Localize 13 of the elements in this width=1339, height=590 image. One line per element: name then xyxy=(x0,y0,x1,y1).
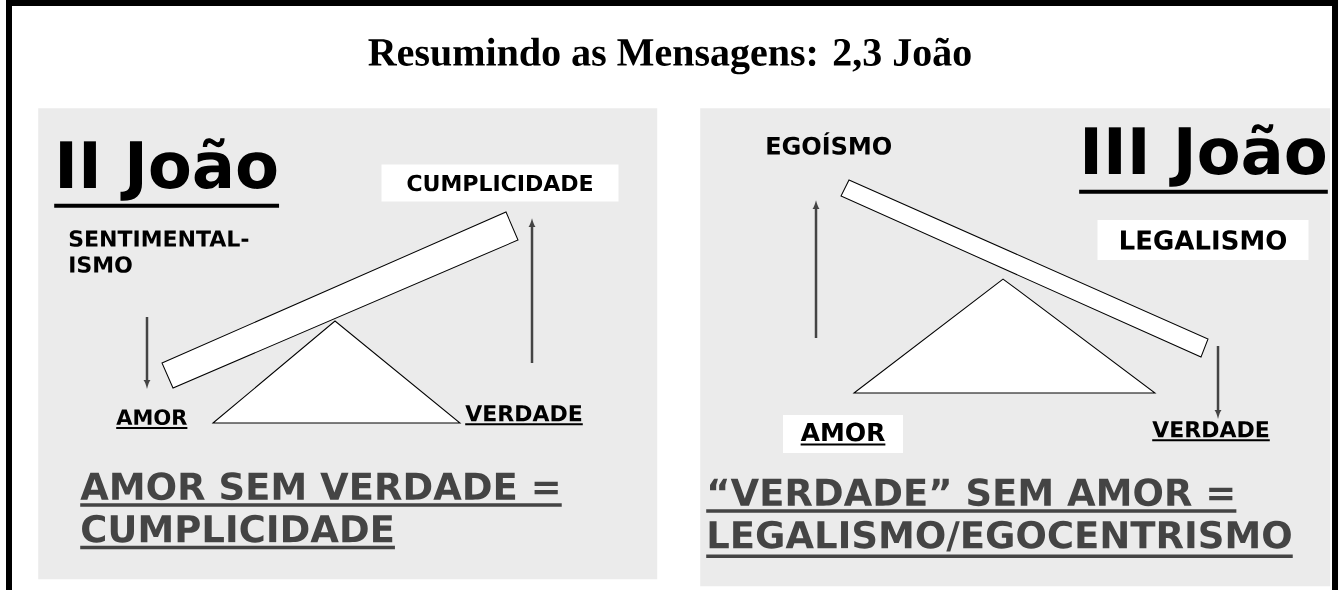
title: Resumindo as Mensagens: 2,3 João xyxy=(368,37,971,75)
label: EGOÍSMO xyxy=(767,132,891,155)
summary-text: AMOR SEM VERDADE = CUMPLICIDADE xyxy=(80,472,562,550)
label-box: LEGALISMO xyxy=(1097,220,1309,260)
heading: III João xyxy=(1079,124,1328,194)
label: VERDADE xyxy=(464,405,584,426)
label-box: AMOR xyxy=(783,415,903,453)
label: VERDADE xyxy=(1151,421,1271,442)
label: SENTIMENTAL- ISMO xyxy=(69,230,249,273)
heading: II João xyxy=(54,138,280,208)
label-box: CUMPLICIDADE xyxy=(381,164,619,202)
label: AMOR xyxy=(115,409,189,430)
summary-text: “VERDADE” SEM AMOR = LEGALISMO/EGOCENTRISMO xyxy=(706,478,1293,559)
